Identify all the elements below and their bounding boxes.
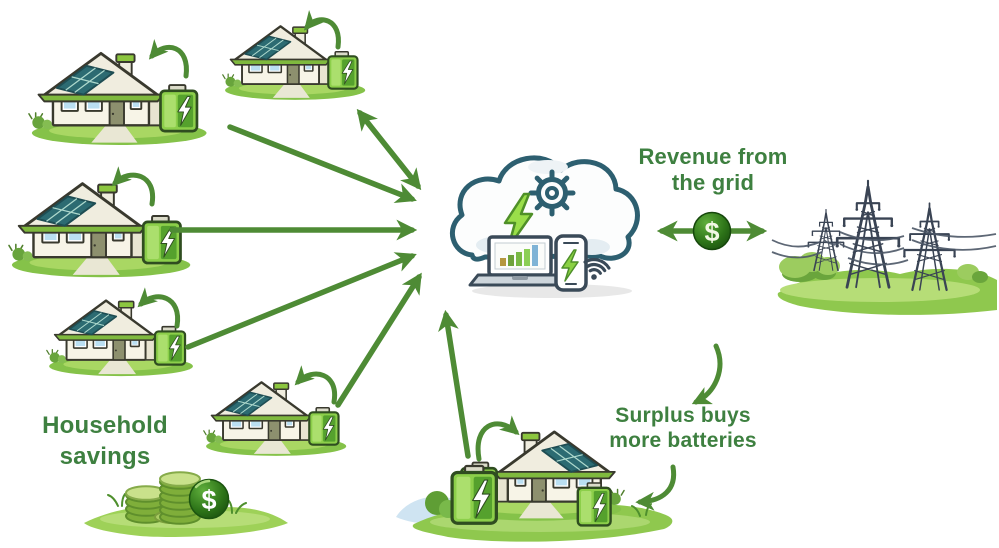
household-savings-label: Household savings	[25, 410, 185, 472]
arrow-home5-to-hub	[335, 272, 422, 408]
hub-shadow	[472, 284, 632, 298]
selfloop-home1	[148, 39, 189, 79]
savings-coins: $	[84, 471, 288, 537]
cloud-icon	[450, 155, 640, 262]
arrow-storagehome-to-hub	[438, 309, 471, 459]
household-line1: Household	[42, 412, 168, 439]
solar-home-5	[202, 381, 348, 458]
household-line2: savings	[59, 443, 151, 471]
revenue-line2: the grid	[671, 170, 755, 196]
arrows	[111, 10, 768, 511]
solar-home-4	[45, 299, 195, 378]
lightning-icon	[503, 192, 534, 250]
gear-icon	[528, 169, 576, 217]
laptop-icon	[468, 235, 572, 287]
smartphone-icon	[554, 234, 588, 292]
surplus-line1: Surplus buys	[615, 404, 751, 427]
coin-stack-right	[159, 471, 201, 525]
arrow-home2-hub-bidirectional	[356, 108, 422, 191]
solar-home-2	[221, 25, 367, 102]
revenue-line1: Revenue from	[638, 144, 788, 169]
storage-home-battery-right	[576, 481, 612, 527]
storage-home-battery-left	[450, 464, 498, 525]
selfloop-home4	[137, 287, 181, 329]
bar-chart-icon	[500, 245, 538, 266]
coin-dollar-glyph: $	[201, 485, 216, 515]
power-lines	[771, 227, 997, 266]
dollar-coin-icon: $	[188, 478, 230, 520]
dollar-glyph: $	[704, 217, 719, 247]
dollar-badge: $	[692, 211, 732, 251]
solar-home-1	[27, 51, 209, 147]
wifi-icon	[583, 258, 611, 280]
arrow-surplus-to-battery	[635, 464, 677, 511]
selfloop-home2	[303, 10, 341, 50]
grid-landscape	[777, 252, 997, 315]
power-grid	[771, 179, 997, 292]
selfloop-home3	[111, 166, 156, 207]
selfloop-home5	[294, 365, 338, 405]
arrow-home1-to-hub	[227, 124, 417, 203]
selfloop-storagehome	[475, 415, 520, 462]
solar-home-3	[7, 182, 192, 279]
arrow-grid-to-surplus	[691, 343, 723, 405]
vpp-cloud-hub	[450, 155, 640, 298]
surplus-line2: more batteries	[609, 429, 757, 453]
arrow-home4-to-hub	[185, 252, 417, 350]
surplus-batteries-label: Surplus buys more batteries	[598, 403, 768, 453]
revenue-from-grid-label: Revenue from the grid	[628, 144, 798, 197]
